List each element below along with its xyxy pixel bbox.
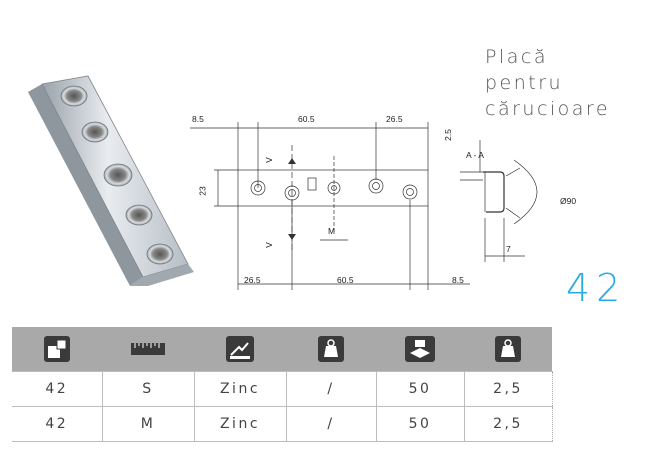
diameter-label: Ø90 [560,196,577,206]
table-cell: S [102,371,195,407]
title-line-1: Placă [485,46,548,68]
section-title: A - A [466,150,484,160]
table-cell: 42 [12,371,103,407]
section-marker-top: V [263,157,274,163]
m-label: M [328,226,336,236]
table-cell: 2,5 [464,406,553,442]
dim-thickness: 2.5 [442,129,453,141]
finish-icon [226,336,254,362]
weight-icon [318,336,344,362]
spec-table: 42 S Zinc / 50 2,5 42 M Zinc / 50 2,5 [12,327,553,442]
header-cell [286,327,376,372]
table-cell: 50 [376,406,465,442]
dim-top-2: 60.5 [298,114,315,124]
dim-bottom-1: 26.5 [244,275,261,285]
table-cell: 42 [12,406,103,442]
angle-icon [44,336,70,362]
dim-bottom-2: 60.5 [337,275,354,285]
product-title: Placă pentru cărucioare [485,44,610,122]
kg-icon [495,336,521,362]
table-cell: M [102,406,195,442]
table-cell: Zinc [194,406,287,442]
header-cell [102,327,194,372]
table-row: 42 S Zinc / 50 2,5 [12,371,553,407]
header-cell [376,327,464,372]
technical-drawing [190,122,538,290]
table-cell: 50 [376,371,465,407]
dim-height: 23 [197,186,208,196]
title-line-2: pentru [485,72,564,94]
title-line-3: cărucioare [485,98,611,120]
table-cell: / [286,371,377,407]
table-cell: / [286,406,377,442]
plate-photo [28,75,194,286]
dim-top-3: 26.5 [386,114,403,124]
table-cell: Zinc [194,371,287,407]
table-header-row [12,327,552,372]
section-marker-bottom: V [263,242,274,248]
table-cell: 2,5 [464,371,553,407]
depth-label: 7 [506,244,511,254]
header-cell [12,327,102,372]
length-ruler-icon [131,343,165,355]
dim-top-1: 8.5 [192,114,204,124]
header-cell [464,327,552,372]
product-number: 42 [566,266,627,310]
plate-holes [60,85,174,265]
header-cell [194,327,286,372]
table-row: 42 M Zinc / 50 2,5 [12,406,553,442]
box-quantity-icon [405,336,435,362]
dim-bottom-3: 8.5 [452,275,464,285]
